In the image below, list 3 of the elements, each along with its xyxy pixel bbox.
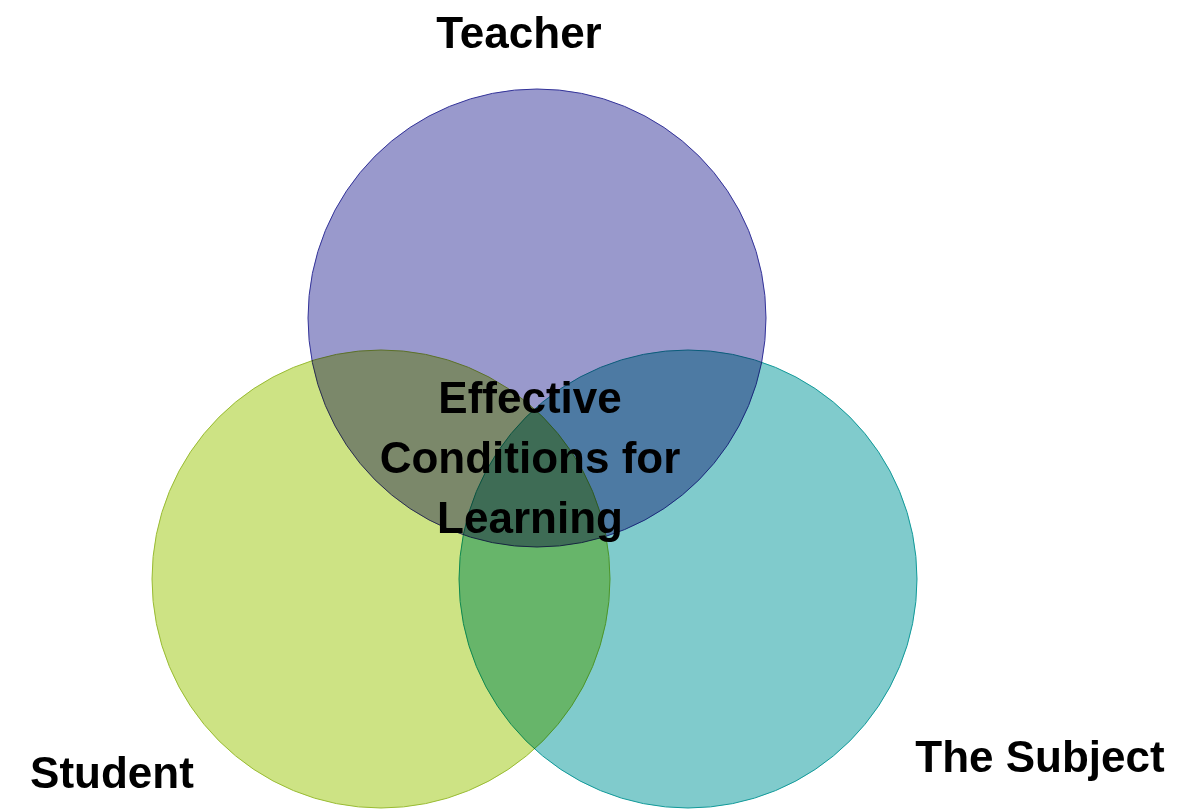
circle-heading: The Subject [915,735,1165,779]
circle-heading: Teacher [436,11,602,55]
circle-heading: Student [30,751,194,795]
